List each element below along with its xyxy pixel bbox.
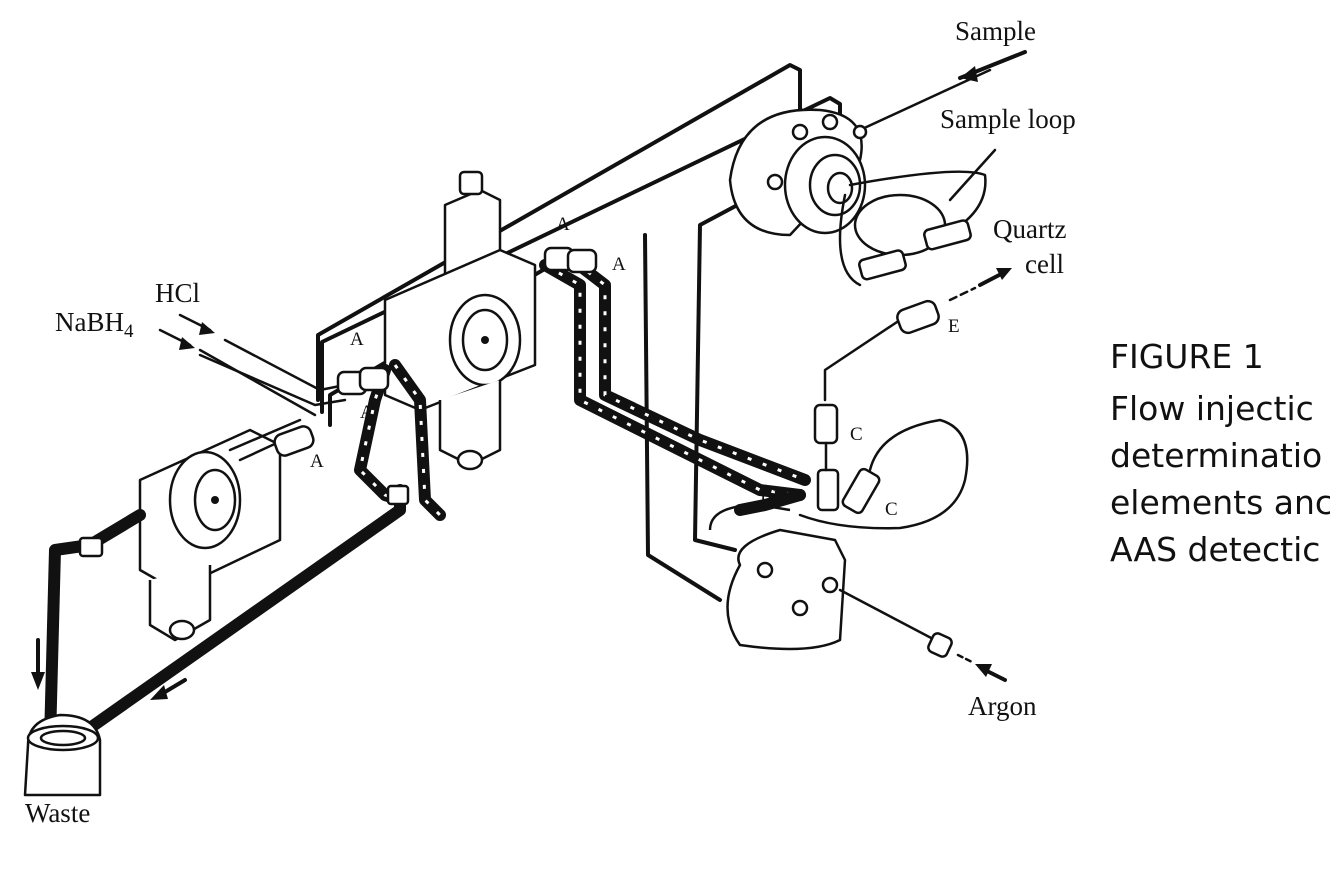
connector-e-label: E [948,316,960,337]
caption-line-3: elements anc [1110,483,1330,522]
gas-liquid-separator [708,403,1007,682]
caption-figure-label: FIGURE 1 [1110,337,1264,376]
figure-caption: FIGURE 1 Flow injectic determinatio elem… [1110,337,1330,569]
label-waste: Waste [25,798,90,828]
sample-loop [838,148,997,287]
label-sample: Sample [955,16,1036,46]
label-nabh4: NaBH4 [55,307,134,342]
label-argon: Argon [968,691,1037,721]
quartz-cell-outlet [823,268,1012,402]
central-peristaltic-pump [383,170,537,471]
separator-iii-label: III [760,487,779,508]
injection-valve [728,108,868,237]
pump-tubes [336,246,811,521]
waste-bottle [23,713,102,797]
left-peristaltic-pump [138,418,315,642]
connector-a-label: A [350,329,364,350]
caption-line-4: AAS detectic [1110,530,1320,569]
label-cell: cell [1025,249,1064,279]
connector-a-label: A [556,214,570,235]
label-sample-loop: Sample loop [940,104,1076,134]
reagent-inlets [158,313,347,417]
connector-a-label: A [310,451,324,472]
connector-a-label: A [360,402,374,423]
connector-c-label: C [885,499,898,520]
label-hcl: HCl [155,278,200,308]
caption-line-1: Flow injectic [1110,389,1314,428]
label-quartz: Quartz [993,214,1066,244]
diagram-labels: Sample Sample loop Quartz cell NaBH4 HCl… [25,16,1076,828]
connector-c-label: C [850,424,863,445]
connector-a-label: A [612,254,626,275]
caption-line-2: determinatio [1110,436,1322,475]
